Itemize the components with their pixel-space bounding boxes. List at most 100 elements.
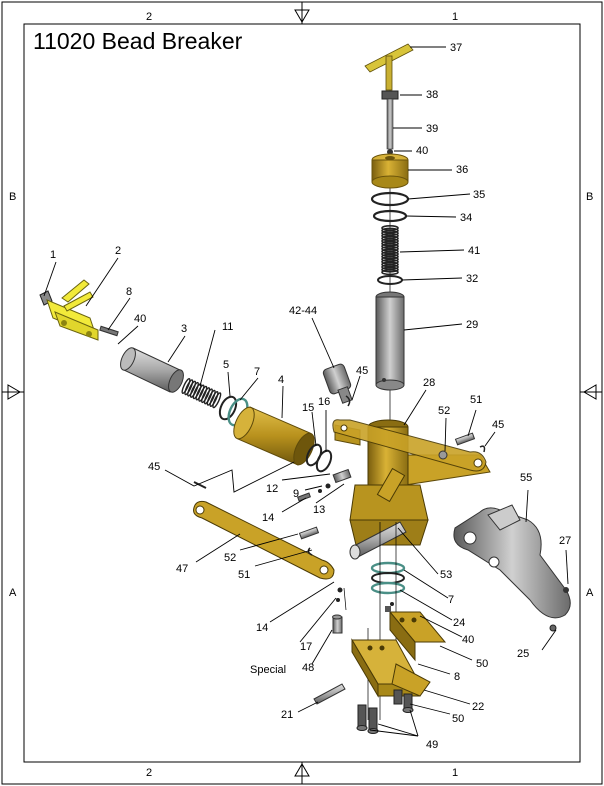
ring-24 xyxy=(370,581,406,595)
callout-4: 4 xyxy=(278,374,284,386)
spring-coil xyxy=(195,384,205,401)
spring-coil xyxy=(184,379,194,396)
callout-29: 29 xyxy=(466,319,478,331)
callout-35: 35 xyxy=(473,189,485,201)
callout-51: 51 xyxy=(238,569,250,581)
callout-45: 45 xyxy=(148,461,160,473)
callout-3: 3 xyxy=(181,323,187,335)
callout-16: 16 xyxy=(318,396,330,408)
spring-coil xyxy=(201,387,211,404)
callout-47: 47 xyxy=(176,563,188,575)
callout-42-44: 42-44 xyxy=(289,305,317,317)
spring-coil xyxy=(209,391,219,407)
arm-47 xyxy=(193,500,335,580)
small-fittings-lower xyxy=(336,395,394,611)
cylinder-3 xyxy=(120,347,184,393)
callout-49: 49 xyxy=(426,739,438,751)
spring-coil xyxy=(381,266,399,273)
cylinder-4 xyxy=(233,406,315,466)
spring-coil xyxy=(189,381,199,398)
spring-coil xyxy=(381,261,399,268)
callout-32: 32 xyxy=(466,273,478,285)
callout-labels: 37 38 39 40 36 35 34 41 32 29 42-44 45 2… xyxy=(50,42,571,751)
zone-left-b: B xyxy=(9,191,16,203)
callout-8: 8 xyxy=(454,671,460,683)
callout-52: 52 xyxy=(438,405,450,417)
callout-21: 21 xyxy=(281,709,293,721)
zone-left-a: A xyxy=(9,587,17,599)
callout-40: 40 xyxy=(134,313,146,325)
callout-7: 7 xyxy=(254,366,260,378)
callout-41: 41 xyxy=(468,245,480,257)
shaft-53 xyxy=(349,521,407,560)
cap-part xyxy=(371,153,409,189)
clamp-block-22 xyxy=(351,638,431,709)
callout-55: 55 xyxy=(520,472,532,484)
callout-51: 51 xyxy=(470,394,482,406)
callout-15: 15 xyxy=(302,402,314,414)
spring-coil xyxy=(381,258,399,265)
callout-1: 1 xyxy=(50,249,56,261)
o-ring-5 xyxy=(218,395,238,421)
callout-special: Special xyxy=(250,664,286,676)
spring-coil xyxy=(212,392,222,409)
spring-coil xyxy=(381,269,399,276)
callout-38: 38 xyxy=(426,89,438,101)
callout-53: 53 xyxy=(440,569,452,581)
callout-40: 40 xyxy=(416,145,428,157)
callout-27: 27 xyxy=(559,535,571,547)
callout-50: 50 xyxy=(452,713,464,725)
spring-11 xyxy=(181,378,222,409)
zone-bottom-right: 1 xyxy=(452,767,458,779)
callout-14: 14 xyxy=(262,512,274,524)
callout-14: 14 xyxy=(256,622,268,634)
callout-45: 45 xyxy=(356,365,368,377)
page-title: 11020 Bead Breaker xyxy=(33,28,243,54)
main-body-28 xyxy=(332,419,491,546)
callout-45: 45 xyxy=(492,419,504,431)
callout-48: 48 xyxy=(302,662,314,674)
callout-28: 28 xyxy=(423,377,435,389)
zone-bottom-left: 2 xyxy=(146,767,152,779)
leader-lines xyxy=(43,46,569,737)
spring-coil xyxy=(203,388,213,405)
o-ring-16 xyxy=(315,449,333,473)
callout-37: 37 xyxy=(450,42,462,54)
spring-coil xyxy=(198,385,208,402)
ring-7-lower xyxy=(370,561,406,575)
callout-13: 13 xyxy=(313,504,325,516)
callout-25: 25 xyxy=(517,648,529,660)
pin-21 xyxy=(313,683,346,705)
zone-right-a: A xyxy=(586,587,594,599)
small-fittings xyxy=(193,468,352,502)
callout-9: 9 xyxy=(293,488,299,500)
callout-22: 22 xyxy=(472,701,484,713)
callout-7: 7 xyxy=(448,594,454,606)
pin-51-52 xyxy=(438,432,486,460)
spring-coil xyxy=(181,378,191,394)
spring-41 xyxy=(381,225,399,276)
callout-12: 12 xyxy=(266,483,278,495)
clamp-block-50-upper xyxy=(385,606,447,662)
spring-coil xyxy=(381,235,399,242)
o-ring-lower xyxy=(371,572,405,584)
bolt-48 xyxy=(332,614,343,634)
piston-tube-29 xyxy=(375,291,405,391)
callout-2: 2 xyxy=(115,245,121,257)
callout-8: 8 xyxy=(126,286,132,298)
spring-coil xyxy=(381,263,399,270)
callout-5: 5 xyxy=(223,359,229,371)
spring-coil xyxy=(192,383,202,400)
callout-52: 52 xyxy=(224,552,236,564)
spring-coil xyxy=(381,248,399,255)
spring-coil xyxy=(187,380,197,397)
callout-40: 40 xyxy=(462,634,474,646)
t-handle-part xyxy=(364,43,414,91)
nut-part xyxy=(381,90,399,155)
bolts-49 xyxy=(356,704,414,734)
zone-right-b: B xyxy=(586,191,593,203)
callout-11: 11 xyxy=(222,321,233,333)
